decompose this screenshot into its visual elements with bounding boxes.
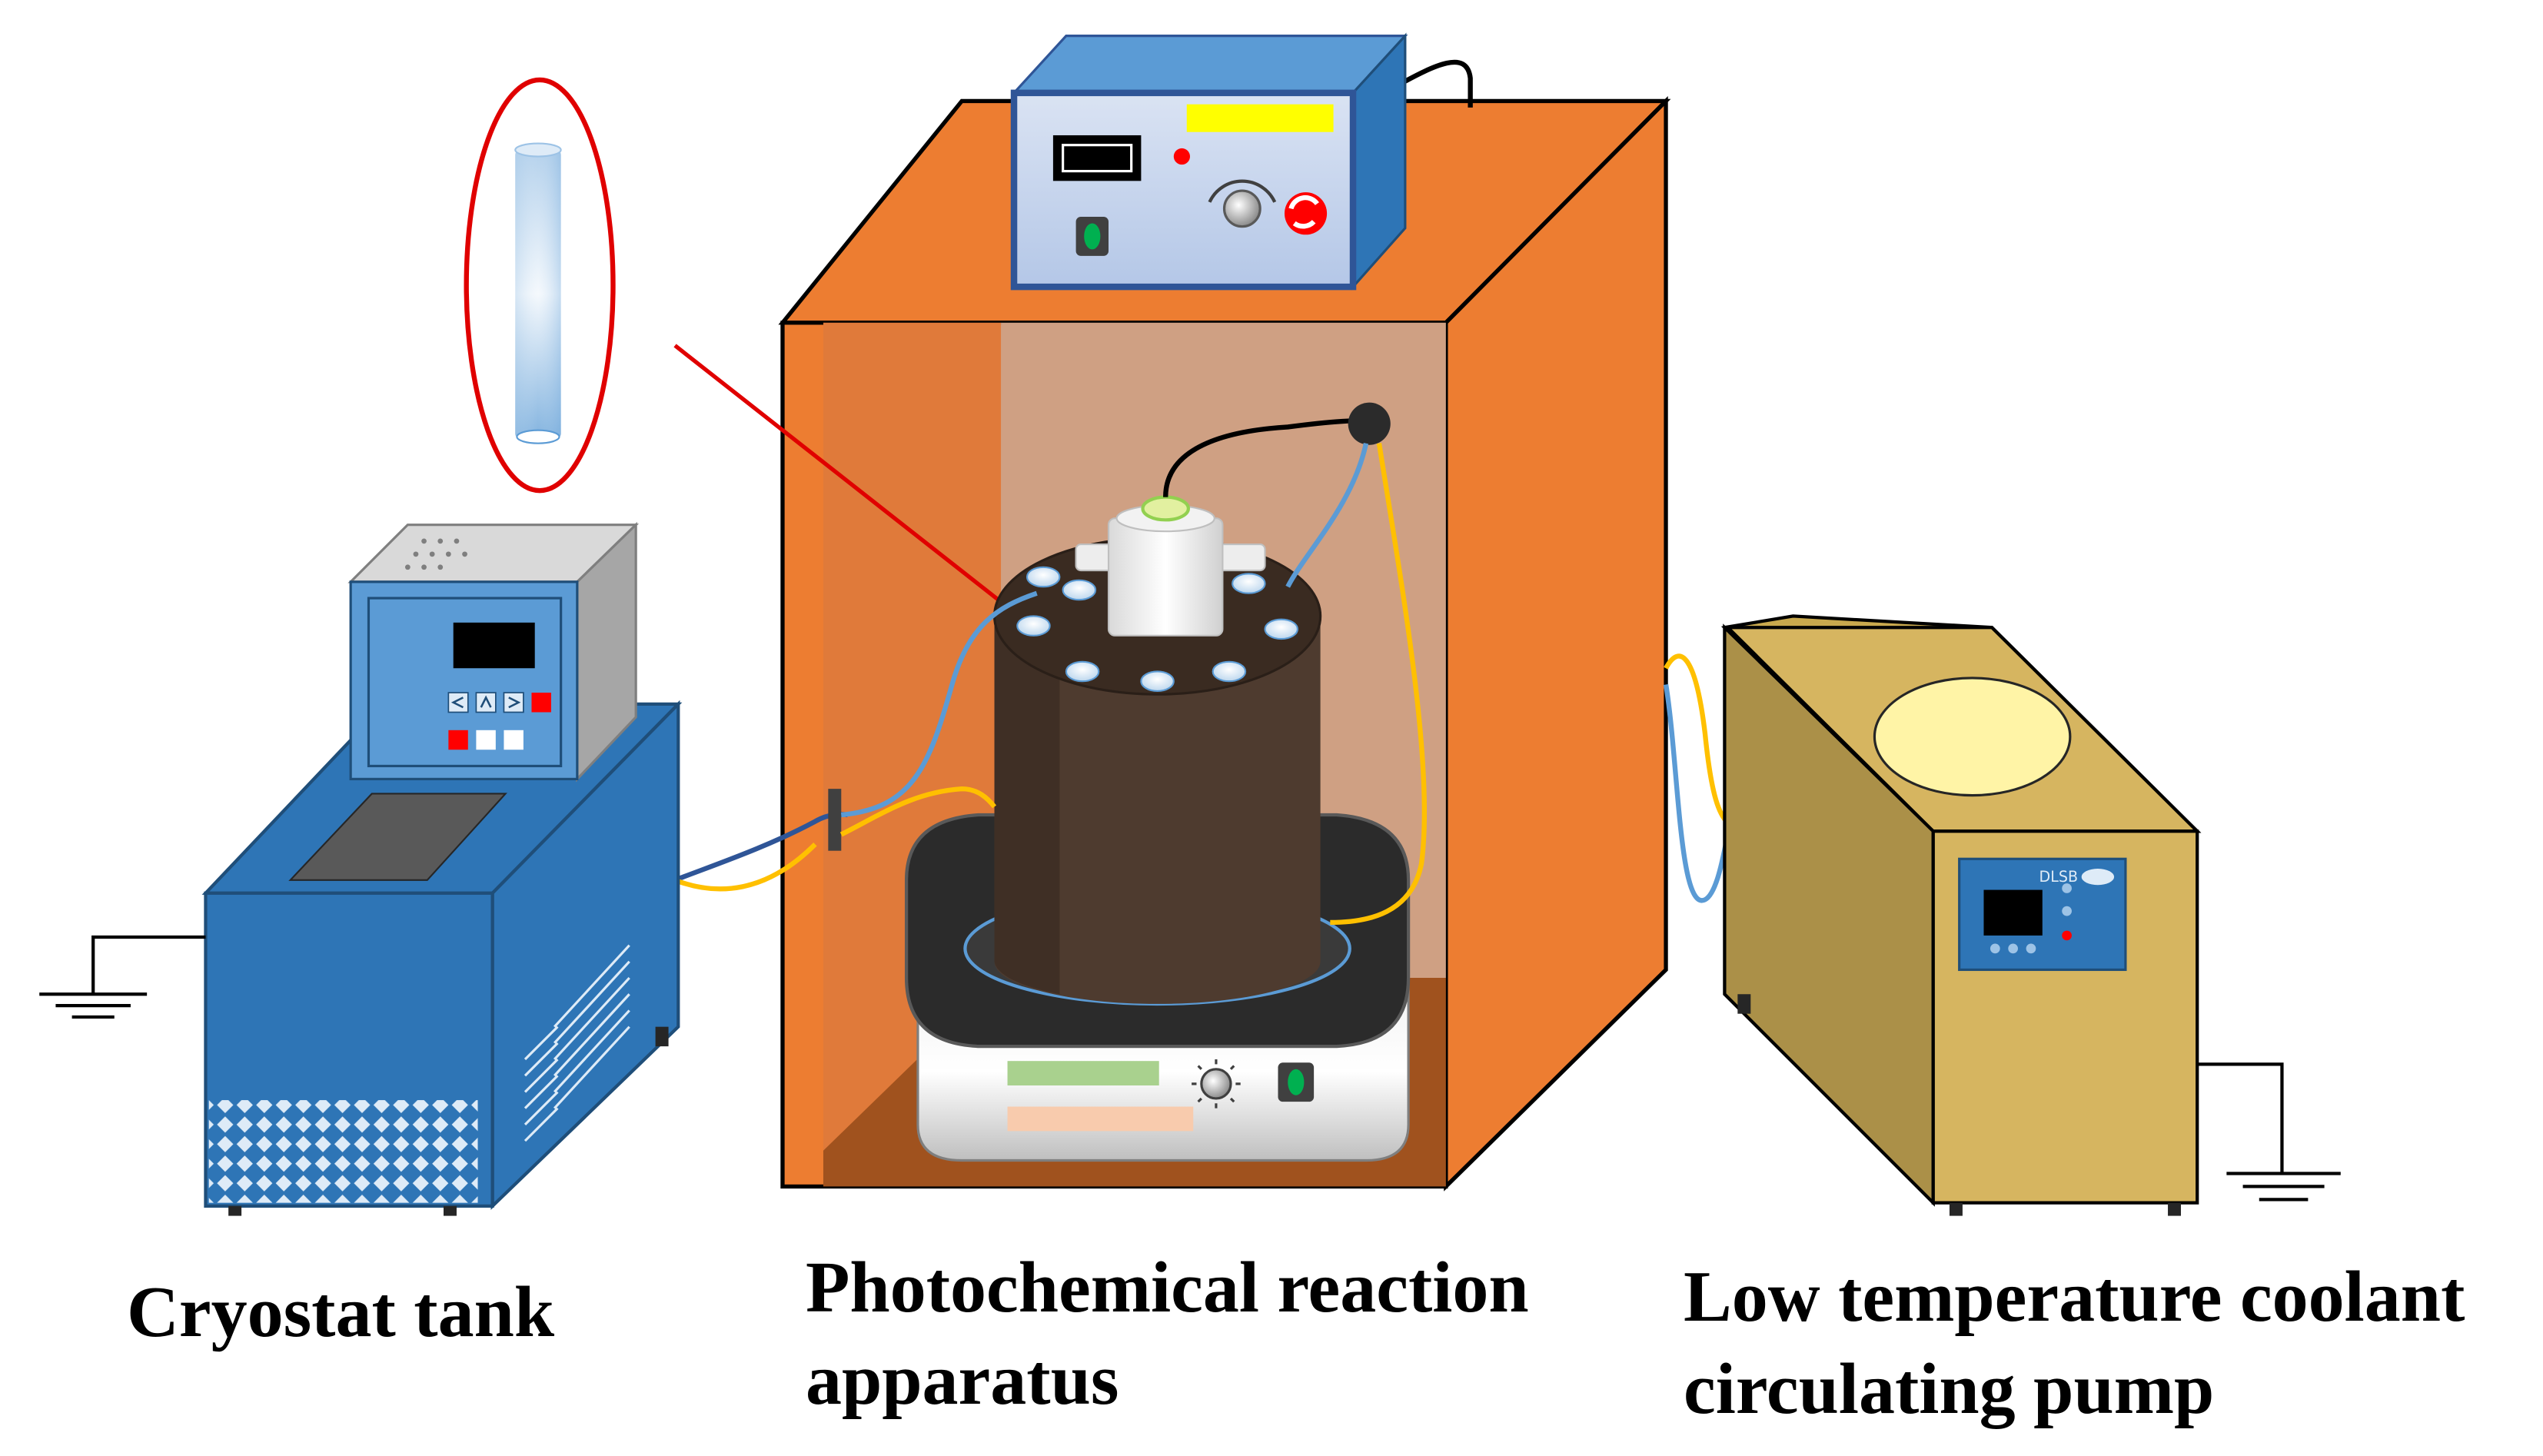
cable-port — [1348, 402, 1391, 445]
stirrer-label-green — [1007, 1061, 1159, 1085]
cryostat-white-key[interactable] — [476, 730, 496, 750]
hose-wall-fitting — [828, 789, 842, 851]
controller-status-bar — [1186, 104, 1334, 132]
pump-display — [1983, 889, 2043, 936]
cryostat-bath-opening — [288, 793, 507, 881]
quartz-tube-highlight — [515, 150, 561, 439]
controller-dial-knob-icon[interactable] — [1208, 179, 1277, 228]
lamp-fitting — [1141, 495, 1190, 522]
cryostat-foot — [655, 1026, 669, 1047]
pump-foot — [1949, 1202, 1963, 1216]
pump-button[interactable] — [1990, 943, 2000, 954]
light-controller — [1010, 32, 1473, 291]
hose-blue-pump — [1663, 683, 1730, 903]
reactor-sample-holes — [1016, 566, 1298, 692]
controller-green-power-switch-icon[interactable] — [1075, 216, 1109, 256]
sample-hole — [1062, 579, 1097, 601]
coolant-hoses — [673, 443, 1730, 926]
pump-brand-label: DLSB — [2039, 869, 2079, 886]
hose-blue-right — [1285, 443, 1369, 588]
hose-blue-inside — [841, 590, 1038, 818]
cryostat-foot — [443, 1205, 457, 1216]
circulating-pump: DLSB — [1720, 614, 2341, 1216]
stirrer-speed-knob-icon[interactable] — [1192, 1059, 1241, 1109]
controller-reset-button-icon[interactable] — [1284, 192, 1328, 235]
sample-hole — [1264, 618, 1298, 640]
cryostat-side-vents — [524, 944, 630, 1142]
pump-brand-badge — [2081, 869, 2115, 886]
quartz-tube-top — [514, 142, 562, 158]
cryostat-keypad[interactable] — [447, 692, 551, 750]
caption-pump-line1: Low temperature coolant — [1684, 1257, 2465, 1337]
controller-power-cord — [1397, 59, 1473, 108]
cryostat-white-key[interactable] — [504, 730, 524, 750]
quartz-tube-bottom — [516, 429, 560, 444]
sample-hole — [1212, 660, 1247, 683]
caption-photochemical-line2: apparatus — [806, 1340, 1119, 1420]
cryostat-foot — [228, 1205, 242, 1216]
sample-hole — [1140, 670, 1175, 692]
photochemical-reactor — [904, 402, 1411, 1162]
caption-photochemical-line1: Photochemical reaction — [806, 1248, 1529, 1328]
pump-button[interactable] — [2008, 943, 2019, 954]
caption-cryostat-tank: Cryostat tank — [127, 1272, 555, 1352]
ground-symbol-icon — [39, 935, 206, 1019]
sample-hole — [1016, 615, 1051, 637]
sample-hole — [1065, 660, 1100, 683]
pump-button[interactable] — [2026, 943, 2036, 954]
stirrer-green-power-switch-icon[interactable] — [1278, 1062, 1315, 1102]
cryostat-tank — [39, 521, 683, 1216]
cryostat-head-vent-holes — [404, 538, 467, 570]
cryostat-red-key[interactable] — [448, 730, 468, 750]
pump-button[interactable] — [2062, 883, 2072, 893]
controller-indicator-led — [1173, 148, 1190, 165]
caption-pump-line2: circulating pump — [1684, 1349, 2215, 1429]
pump-foot — [2168, 1202, 2182, 1216]
controller-display — [1052, 135, 1142, 181]
quartz-tube-callout — [464, 77, 1024, 620]
cryostat-vent-grille — [208, 1100, 478, 1203]
hose-yellow-pump — [1664, 653, 1730, 825]
reactor-vessel-body — [994, 616, 1321, 1004]
cryostat-display — [453, 622, 535, 669]
callout-arrow-line — [673, 344, 1012, 611]
sample-hole — [1026, 566, 1061, 588]
pump-foot — [1737, 994, 1751, 1014]
hose-yellow-right — [1330, 443, 1428, 926]
controller-display-inner — [1062, 144, 1133, 173]
pump-stop-button[interactable] — [2062, 930, 2072, 941]
controller-top-face — [1011, 35, 1408, 95]
hose-yellow-left — [673, 842, 817, 892]
callout-ellipse — [464, 77, 616, 494]
reactor-vessel-shade — [994, 616, 1060, 995]
pump-button[interactable] — [2062, 906, 2072, 916]
sample-hole — [1232, 573, 1266, 594]
pump-reservoir-opening — [1873, 676, 2072, 797]
lamp-cap — [1075, 495, 1266, 637]
hose-yellow-inside — [839, 786, 997, 837]
cryostat-red-key[interactable] — [531, 693, 551, 713]
stirrer-label-peach — [1007, 1106, 1194, 1132]
ground-symbol-icon — [2197, 1062, 2341, 1202]
